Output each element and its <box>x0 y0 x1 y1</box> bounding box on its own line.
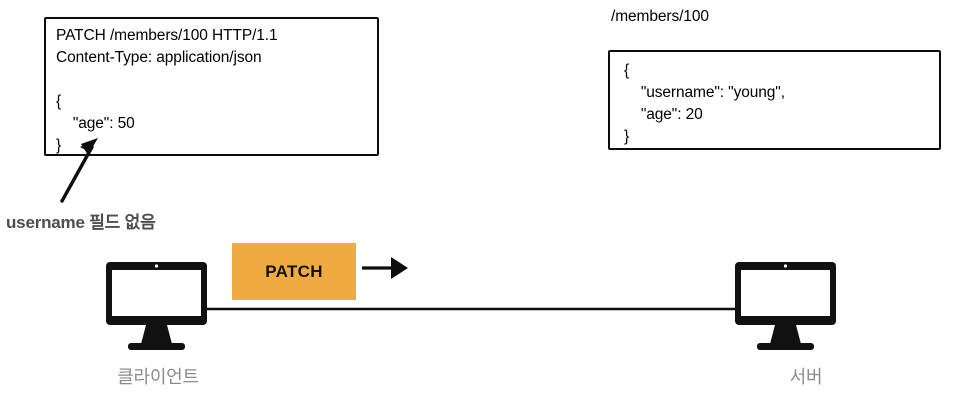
client-caption: 클라이언트 <box>117 367 199 387</box>
http-request-box: PATCH /members/100 HTTP/1.1 Content-Type… <box>44 17 379 156</box>
resource-state-box: { "username": "young", "age": 20 } <box>608 50 941 150</box>
server-caption: 서버 <box>789 367 823 387</box>
client-monitor-icon <box>106 262 207 350</box>
server-monitor-icon <box>735 262 836 350</box>
resource-state-text: { "username": "young", "age": 20 } <box>624 62 785 145</box>
annotation-note: username 필드 없음 <box>6 213 156 232</box>
resource-path-label: /members/100 <box>611 8 709 25</box>
http-request-text: PATCH /members/100 HTTP/1.1 Content-Type… <box>56 27 278 154</box>
method-badge-patch: PATCH <box>232 243 356 300</box>
method-badge-label: PATCH <box>265 261 323 281</box>
request-flow-arrow <box>362 257 408 279</box>
